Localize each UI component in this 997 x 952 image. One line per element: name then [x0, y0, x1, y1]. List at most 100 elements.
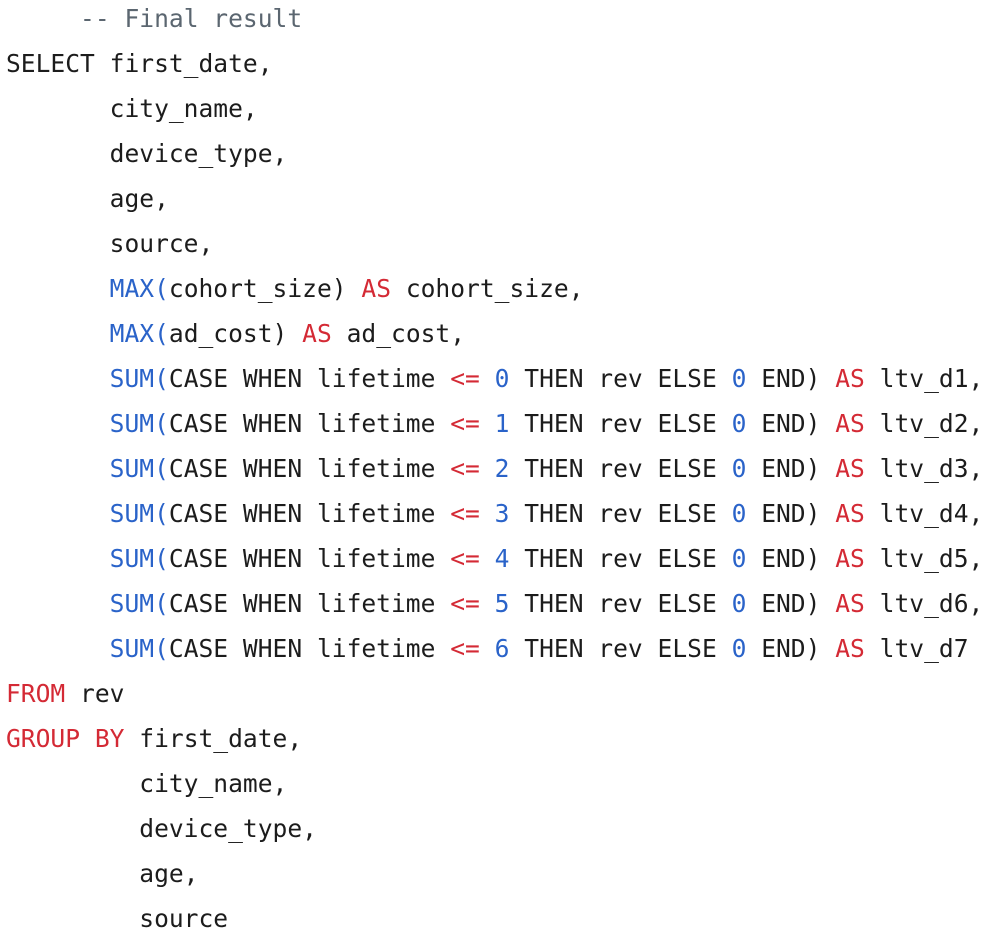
code-line: MAX(cohort_size) AS cohort_size, [6, 266, 983, 311]
code-function: SUM( [109, 634, 169, 663]
code-text [6, 499, 110, 528]
code-text [480, 634, 495, 663]
code-text: END) [746, 364, 836, 393]
code-line: FROM rev [6, 671, 983, 716]
code-text: THEN rev ELSE [509, 589, 732, 618]
code-line: SELECT first_date, [6, 41, 983, 86]
code-keyword: AS [835, 454, 865, 483]
code-text: source, [6, 229, 214, 258]
code-text: cohort_size, [391, 274, 584, 303]
code-line: SUM(CASE WHEN lifetime <= 5 THEN rev ELS… [6, 581, 984, 626]
code-text: THEN rev ELSE [509, 364, 732, 393]
code-line: source [6, 896, 983, 941]
code-text: ltv_d4, [864, 499, 984, 528]
code-line: device_type, [6, 131, 983, 176]
code-keyword: AS [302, 319, 332, 348]
code-text [480, 589, 495, 618]
code-number: 0 [731, 589, 747, 618]
code-text: age, [6, 859, 199, 888]
code-text: CASE WHEN lifetime [168, 409, 451, 438]
code-text: END) [746, 544, 836, 573]
code-line: source, [6, 221, 983, 266]
code-keyword: AS [835, 364, 865, 393]
code-text [6, 409, 110, 438]
code-text [480, 364, 495, 393]
code-line: age, [6, 176, 983, 221]
code-line: SUM(CASE WHEN lifetime <= 1 THEN rev ELS… [6, 401, 984, 446]
code-number: 0 [731, 454, 747, 483]
code-text [6, 544, 110, 573]
code-keyword: <= [450, 634, 480, 663]
code-text: city_name, [6, 769, 288, 798]
code-line: SUM(CASE WHEN lifetime <= 3 THEN rev ELS… [6, 491, 984, 536]
code-line: device_type, [6, 806, 983, 851]
code-keyword: FROM [6, 679, 66, 708]
code-text: ltv_d1, [864, 364, 984, 393]
code-line: city_name, [6, 761, 983, 806]
code-function: SUM( [109, 544, 169, 573]
code-text: ltv_d5, [864, 544, 984, 573]
code-text: END) [746, 499, 836, 528]
code-text [480, 499, 495, 528]
code-text: ad_cost, [331, 319, 466, 348]
code-text: source [6, 904, 229, 933]
code-text [6, 364, 110, 393]
code-keyword: GROUP BY [6, 724, 125, 753]
code-text: ltv_d7 [864, 634, 969, 663]
code-number: 1 [494, 409, 510, 438]
code-function: SUM( [109, 454, 169, 483]
code-line: SUM(CASE WHEN lifetime <= 2 THEN rev ELS… [6, 446, 984, 491]
code-text: city_name, [6, 94, 258, 123]
code-text: ltv_d3, [864, 454, 984, 483]
code-keyword: <= [450, 544, 480, 573]
code-text: THEN rev ELSE [509, 544, 732, 573]
code-function: MAX( [109, 274, 169, 303]
code-text [6, 589, 110, 618]
code-text: THEN rev ELSE [509, 409, 732, 438]
code-text [480, 544, 495, 573]
code-keyword: AS [835, 589, 865, 618]
code-text [480, 409, 495, 438]
code-text: CASE WHEN lifetime [168, 634, 451, 663]
code-line: MAX(ad_cost) AS ad_cost, [6, 311, 983, 356]
code-keyword: <= [450, 454, 480, 483]
code-line: SUM(CASE WHEN lifetime <= 0 THEN rev ELS… [6, 356, 984, 401]
code-keyword: <= [450, 589, 480, 618]
code-text: ltv_d2, [864, 409, 984, 438]
code-text: END) [746, 589, 836, 618]
code-text [6, 274, 110, 303]
code-keyword: <= [450, 409, 480, 438]
code-line: -- Final result [6, 0, 983, 41]
code-keyword: AS [361, 274, 392, 303]
code-text [480, 454, 495, 483]
code-text: END) [746, 634, 836, 663]
code-number: 0 [731, 544, 747, 573]
code-line: SUM(CASE WHEN lifetime <= 6 THEN rev ELS… [6, 626, 983, 671]
code-line: GROUP BY first_date, [6, 716, 983, 761]
code-text: END) [746, 409, 836, 438]
code-line: SUM(CASE WHEN lifetime <= 4 THEN rev ELS… [6, 536, 984, 581]
code-text: first_date, [124, 724, 303, 753]
code-number: 6 [494, 634, 510, 663]
code-text: SELECT first_date, [6, 49, 273, 78]
code-text: THEN rev ELSE [509, 454, 732, 483]
code-keyword: AS [835, 544, 865, 573]
code-text [6, 319, 110, 348]
code-text: END) [746, 454, 836, 483]
code-text [6, 454, 110, 483]
code-function: SUM( [109, 589, 169, 618]
code-function: MAX( [109, 319, 169, 348]
code-text: device_type, [6, 814, 317, 843]
code-number: 3 [494, 499, 510, 528]
code-text: age, [6, 184, 169, 213]
code-line: age, [6, 851, 983, 896]
code-text: ad_cost) [168, 319, 303, 348]
code-text: ltv_d6, [864, 589, 984, 618]
code-function: SUM( [109, 499, 169, 528]
code-text: CASE WHEN lifetime [168, 364, 451, 393]
code-text: THEN rev ELSE [509, 499, 732, 528]
code-keyword: AS [835, 634, 865, 663]
code-text: CASE WHEN lifetime [168, 589, 451, 618]
code-text: CASE WHEN lifetime [168, 499, 451, 528]
